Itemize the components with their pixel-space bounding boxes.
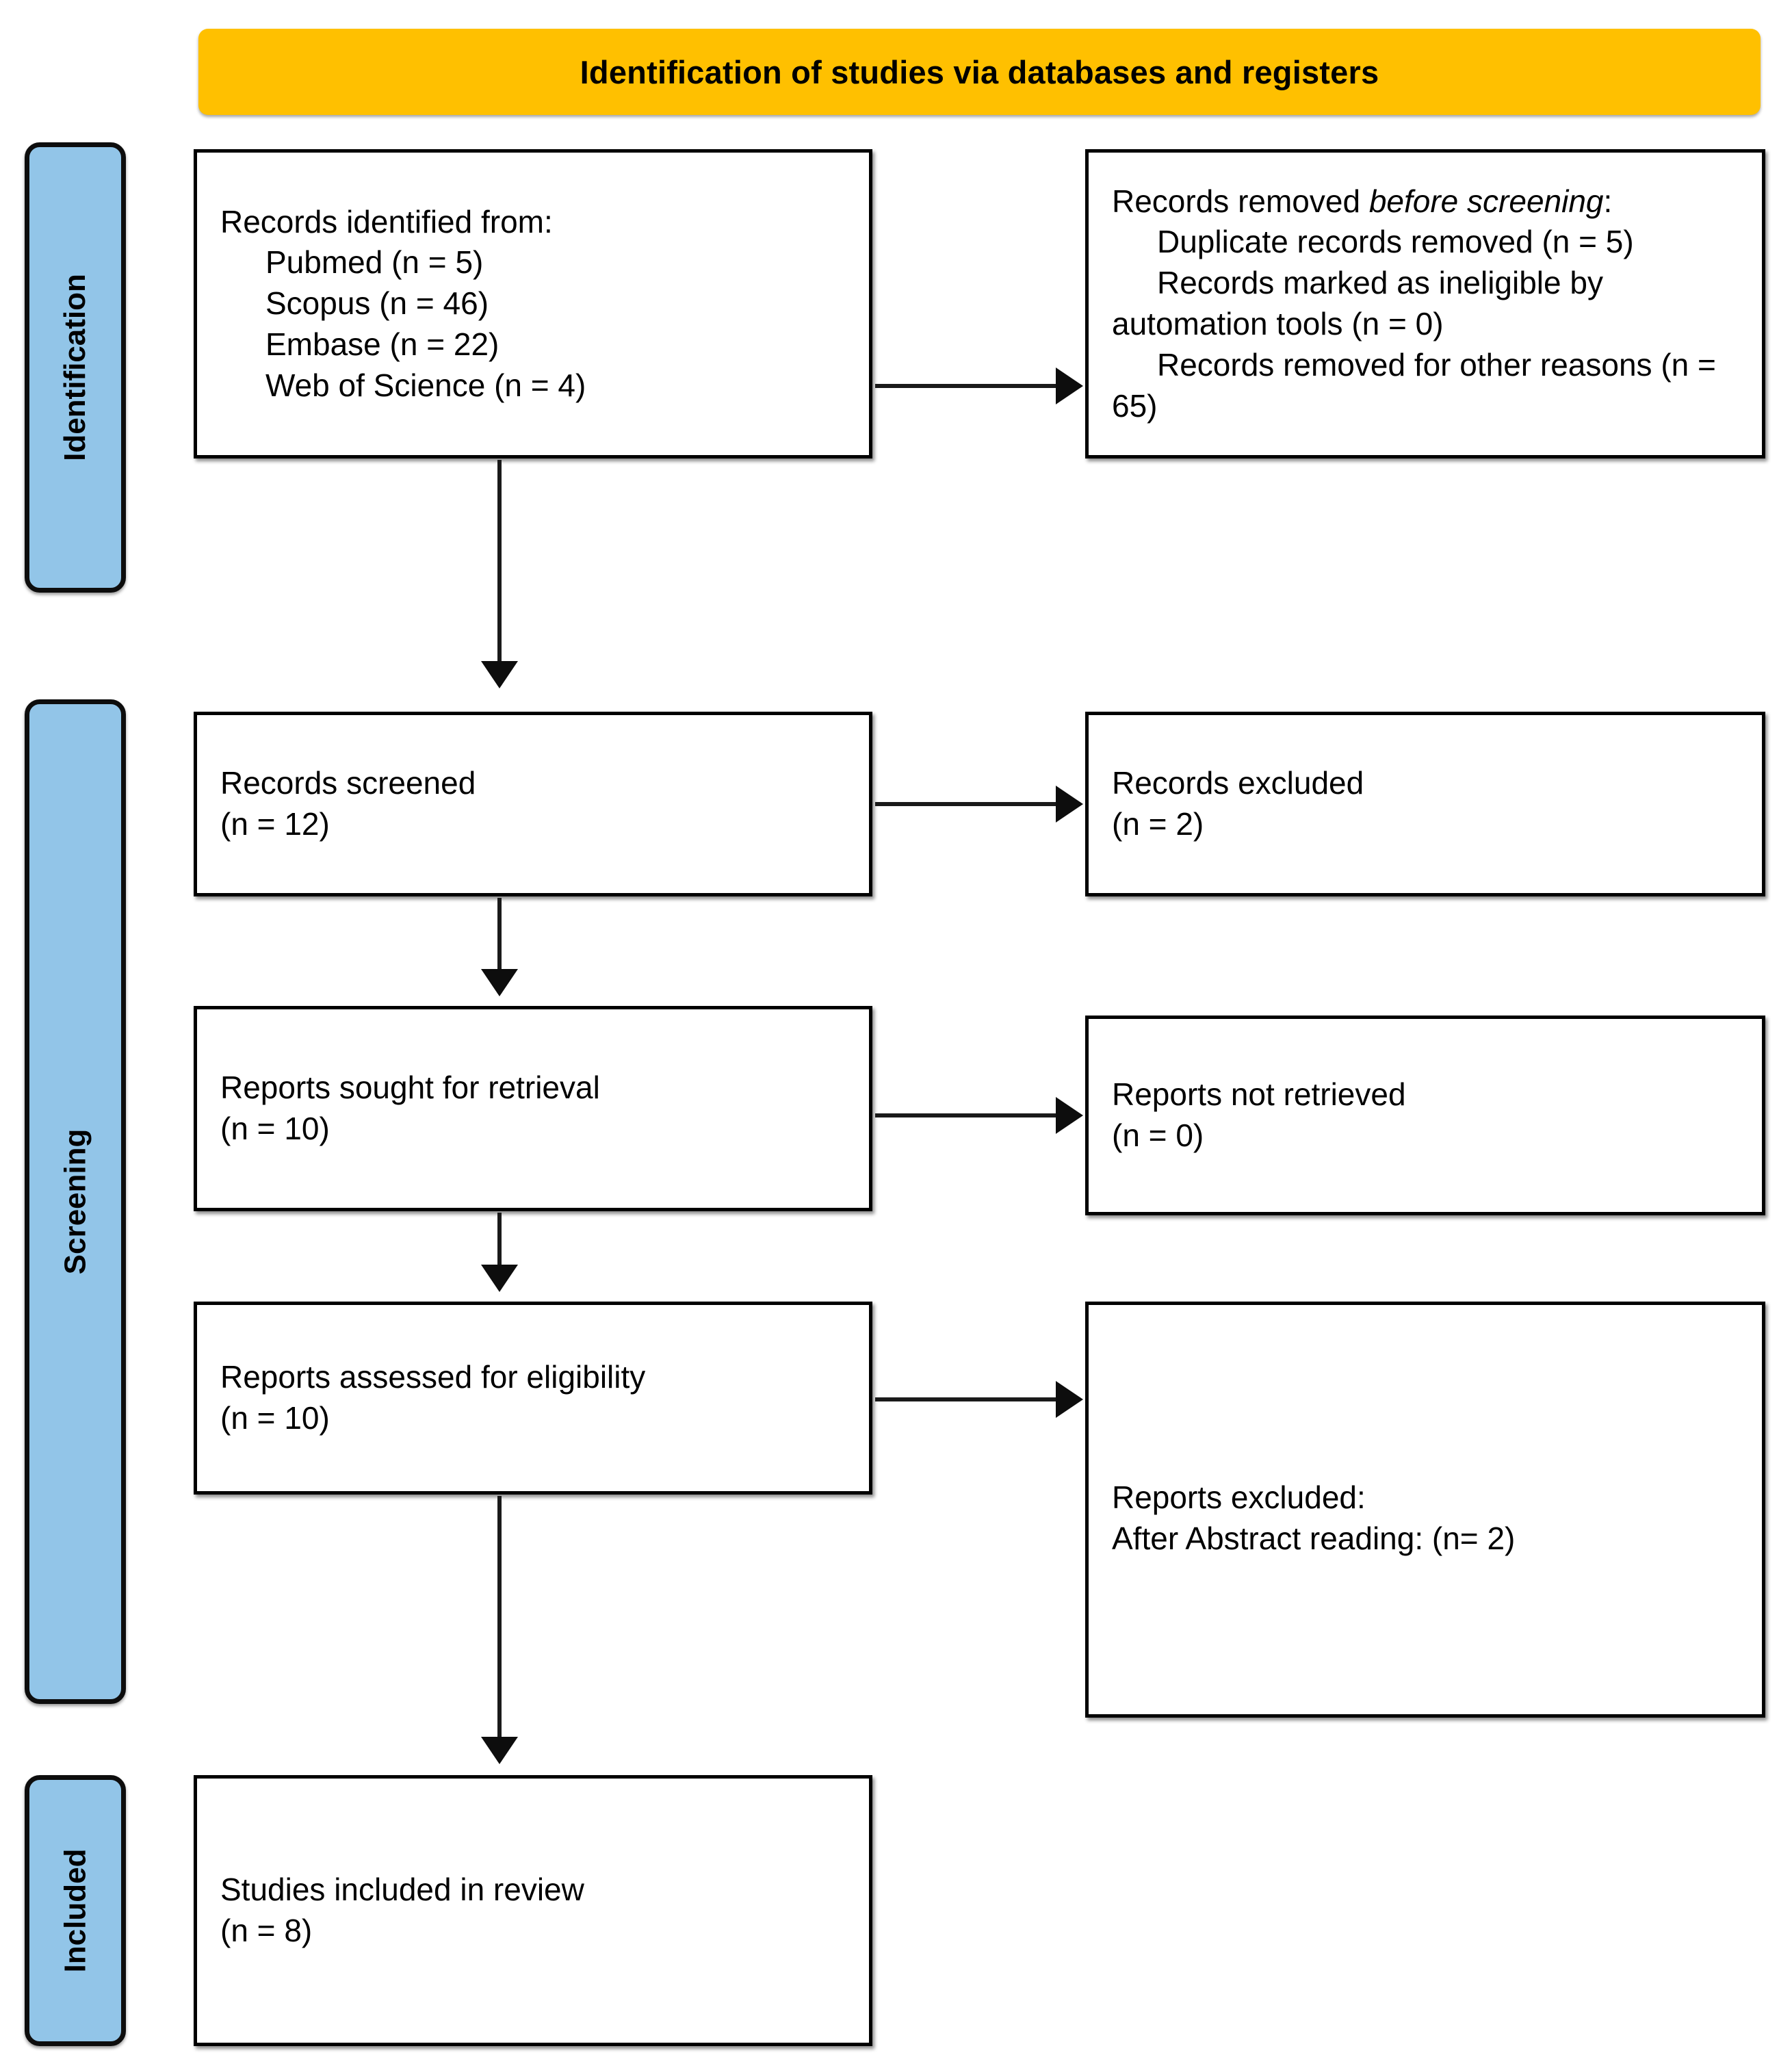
- phase-bar-screening: Screening: [25, 699, 126, 1704]
- phase-banner-title: Identification of studies via databases …: [580, 53, 1379, 90]
- records-screened-count: (n = 12): [220, 806, 330, 842]
- box-reports-sought-for-retrieval: Reports sought for retrieval (n = 10): [194, 1006, 872, 1211]
- records-excluded-label: Records excluded: [1112, 765, 1364, 801]
- box-records-excluded: Records excluded (n = 2): [1085, 712, 1765, 896]
- reports-not-retrieved-label: Reports not retrieved: [1112, 1076, 1406, 1113]
- arrow-identified-to-removed: [875, 384, 1080, 388]
- reports-assessed-count: (n = 10): [220, 1400, 330, 1436]
- reports-sought-count: (n = 10): [220, 1111, 330, 1146]
- box-reports-not-retrieved: Reports not retrieved (n = 0): [1085, 1016, 1765, 1215]
- records-identified-source-web-of-science: Web of Science (n = 4): [265, 367, 586, 403]
- records-screened-label: Records screened: [220, 765, 476, 801]
- phase-banner-identification: Identification of studies via databases …: [198, 29, 1761, 115]
- studies-included-label: Studies included in review: [220, 1872, 584, 1908]
- phase-bar-included-label: Included: [58, 1848, 92, 1973]
- box-studies-included-in-review: Studies included in review (n = 8): [194, 1775, 872, 2046]
- arrow-identified-to-screened: [497, 460, 502, 686]
- phase-bar-included: Included: [25, 1775, 126, 2046]
- records-removed-item-automation: Records marked as ineligible by automati…: [1112, 265, 1612, 341]
- box-reports-assessed-for-eligibility: Reports assessed for eligibility (n = 10…: [194, 1302, 872, 1495]
- box-records-screened: Records screened (n = 12): [194, 712, 872, 896]
- reports-sought-label: Reports sought for retrieval: [220, 1070, 600, 1106]
- arrow-sought-to-assessed: [497, 1213, 502, 1289]
- records-removed-item-duplicates: Duplicate records removed (n = 5): [1157, 224, 1634, 260]
- reports-excluded-heading: Reports excluded:: [1112, 1479, 1366, 1515]
- arrow-sought-to-not-retrieved: [875, 1113, 1080, 1117]
- arrow-assessed-to-included: [497, 1496, 502, 1761]
- studies-included-count: (n = 8): [220, 1913, 313, 1948]
- records-identified-heading: Records identified from:: [220, 203, 553, 240]
- records-removed-heading: Records removed before screening:: [1112, 183, 1613, 219]
- records-excluded-count: (n = 2): [1112, 806, 1204, 842]
- box-records-identified: Records identified from: Pubmed (n = 5) …: [194, 149, 872, 458]
- records-identified-source-embase: Embase (n = 22): [265, 326, 499, 362]
- arrow-screened-to-excluded: [875, 802, 1080, 806]
- records-removed-item-other: Records removed for other reasons (n = 6…: [1112, 346, 1725, 424]
- reports-excluded-reason: After Abstract reading: (n= 2): [1112, 1520, 1516, 1556]
- phase-bar-identification-label: Identification: [58, 274, 92, 461]
- reports-not-retrieved-count: (n = 0): [1112, 1117, 1204, 1153]
- arrow-assessed-to-reports-excluded: [875, 1397, 1080, 1401]
- reports-assessed-label: Reports assessed for eligibility: [220, 1359, 646, 1395]
- phase-bar-screening-label: Screening: [58, 1128, 92, 1275]
- records-identified-source-scopus: Scopus (n = 46): [265, 285, 489, 322]
- box-reports-excluded: Reports excluded: After Abstract reading…: [1085, 1302, 1765, 1718]
- box-records-removed-before-screening: Records removed before screening: Duplic…: [1085, 149, 1765, 458]
- records-identified-source-pubmed: Pubmed (n = 5): [265, 244, 484, 281]
- phase-bar-identification: Identification: [25, 142, 126, 593]
- arrow-screened-to-sought: [497, 898, 502, 994]
